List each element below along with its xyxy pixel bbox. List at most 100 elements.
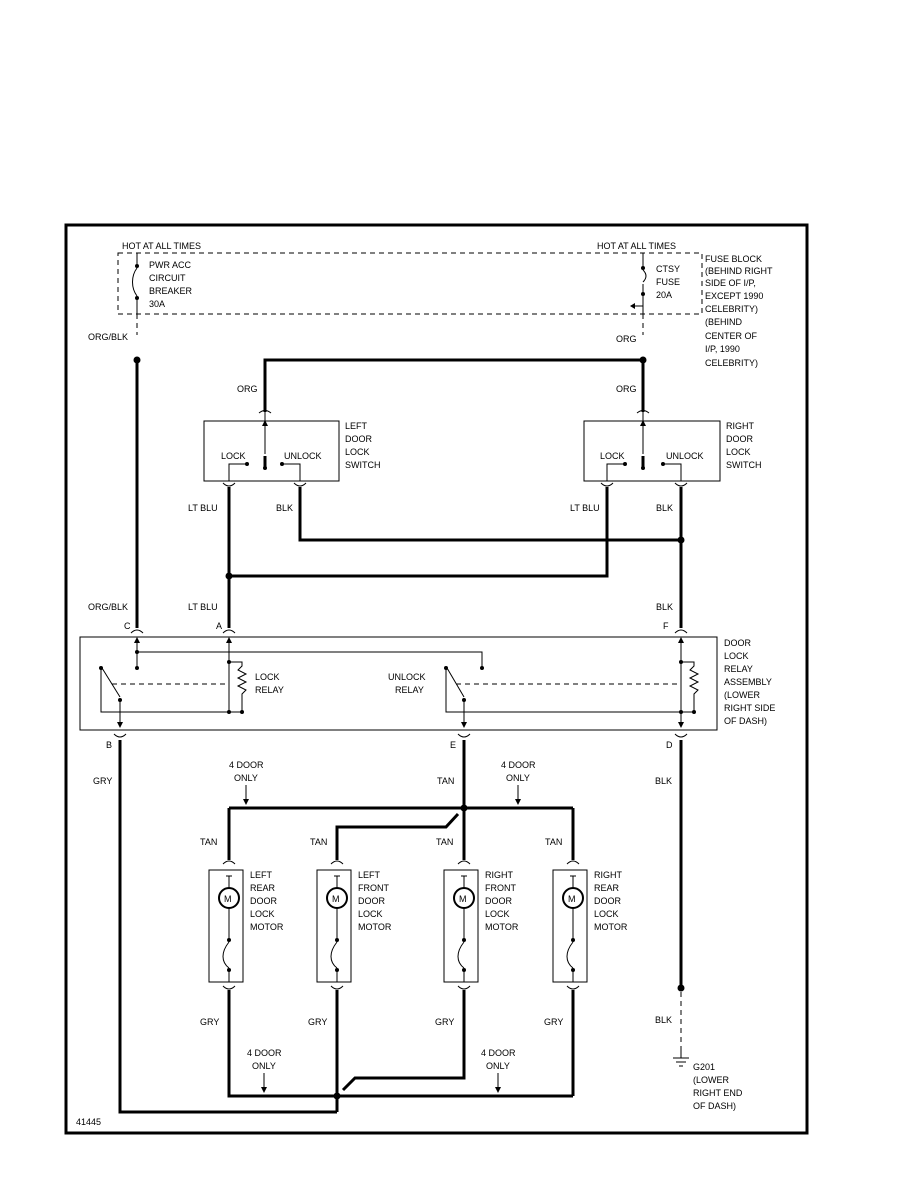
motor-1-label-4: MOTOR bbox=[250, 922, 284, 932]
fuse-block-line-2: SIDE OF I/P, bbox=[705, 278, 756, 288]
motor-right-rear: M RIGHT REAR DOOR LOCK MOTOR bbox=[552, 860, 628, 990]
unlock-relay-label-0: UNLOCK bbox=[388, 672, 426, 682]
unlock-relay-label-1: RELAY bbox=[395, 685, 424, 695]
circuit-breaker-symbol bbox=[132, 253, 138, 314]
relay-assembly-label-1: LOCK bbox=[724, 651, 749, 661]
wire-label-lt-blu-lower: LT BLU bbox=[188, 602, 218, 612]
breaker-line-3: 30A bbox=[149, 299, 165, 309]
pin-b: B bbox=[106, 740, 112, 750]
wire-label-gry-1: GRY bbox=[200, 1017, 219, 1027]
pin-f: F bbox=[663, 621, 669, 631]
pin-a: A bbox=[216, 621, 222, 631]
motor-4-label-4: MOTOR bbox=[594, 922, 628, 932]
fuse-block-line-7: I/P, 1990 bbox=[705, 344, 740, 354]
four-door-note-1-line-0: 4 DOOR bbox=[229, 760, 264, 770]
right-switch-lock-label: LOCK bbox=[600, 451, 625, 461]
relay-assembly-label-4: (LOWER bbox=[724, 690, 761, 700]
pin-e: E bbox=[450, 740, 456, 750]
four-door-note-2-line-1: ONLY bbox=[506, 773, 530, 783]
wire-label-tan-2: TAN bbox=[310, 837, 327, 847]
right-switch-label-1: DOOR bbox=[726, 434, 754, 444]
wire-label-blk-right-switch: BLK bbox=[656, 503, 673, 513]
motor-return-wiring: GRY GRY GRY GRY 4 DOOR ONLY 4 DOOR ONLY bbox=[200, 990, 575, 1112]
ground-location-1: RIGHT END bbox=[693, 1088, 743, 1098]
upper-wiring: ORG/BLK ORG ORG ORG bbox=[88, 314, 647, 628]
breaker-line-0: PWR ACC bbox=[149, 260, 192, 270]
motor-1-label-3: LOCK bbox=[250, 909, 275, 919]
right-door-lock-switch: LOCK UNLOCK RIGHT DOOR LOCK SWITCH bbox=[583, 410, 762, 487]
motor-left-front: M LEFT FRONT DOOR LOCK MOTOR bbox=[316, 860, 392, 990]
diagram-id: 41445 bbox=[76, 1117, 101, 1127]
lock-relay-label-0: LOCK bbox=[255, 672, 280, 682]
motor-2-label-0: LEFT bbox=[358, 870, 381, 880]
wire-label-org-top: ORG bbox=[616, 334, 637, 344]
wire-label-blk-ground: BLK bbox=[655, 1015, 672, 1025]
ground-location-2: OF DASH) bbox=[693, 1101, 736, 1111]
fuse-symbol bbox=[642, 253, 647, 314]
motor-2-label-4: MOTOR bbox=[358, 922, 392, 932]
four-door-note-1-line-1: ONLY bbox=[234, 773, 258, 783]
left-switch-label-2: LOCK bbox=[345, 447, 370, 457]
wire-label-tan-3: TAN bbox=[436, 837, 453, 847]
ground-icon bbox=[673, 1057, 689, 1067]
motor-1-label-0: LEFT bbox=[250, 870, 273, 880]
wire-label-blk-lower: BLK bbox=[656, 602, 673, 612]
relay-assembly-label-3: ASSEMBLY bbox=[724, 677, 772, 687]
hot-label-left: HOT AT ALL TIMES bbox=[122, 241, 201, 251]
motor-2-symbol: M bbox=[332, 894, 340, 904]
four-door-note-4-line-0: 4 DOOR bbox=[481, 1048, 516, 1058]
right-switch-label-2: LOCK bbox=[726, 447, 751, 457]
motor-left-rear: M LEFT REAR DOOR LOCK MOTOR bbox=[208, 860, 284, 990]
ground-location-0: (LOWER bbox=[693, 1075, 730, 1085]
right-switch-label-3: SWITCH bbox=[726, 460, 762, 470]
wire-label-blk-left-switch: BLK bbox=[276, 503, 293, 513]
diagram-border bbox=[64, 223, 809, 1135]
motor-2-label-2: DOOR bbox=[358, 896, 386, 906]
left-switch-label-0: LEFT bbox=[345, 421, 368, 431]
fuse-line-2: 20A bbox=[656, 290, 672, 300]
wire-label-org-blk-top: ORG/BLK bbox=[88, 332, 128, 342]
pin-d: D bbox=[666, 740, 673, 750]
left-switch-label-3: SWITCH bbox=[345, 460, 381, 470]
motor-4-label-2: DOOR bbox=[594, 896, 622, 906]
motor-2-label-1: FRONT bbox=[358, 883, 389, 893]
ground-g201: BLK G201 (LOWER RIGHT END OF DASH) bbox=[655, 1015, 743, 1111]
four-door-note-4-line-1: ONLY bbox=[486, 1061, 510, 1071]
right-switch-unlock-label: UNLOCK bbox=[666, 451, 704, 461]
wire-label-org-right: ORG bbox=[616, 384, 637, 394]
wire-label-blk-d: BLK bbox=[655, 776, 672, 786]
motor-3-label-4: MOTOR bbox=[485, 922, 519, 932]
switch-output-wiring: LT BLU BLK LT BLU BLK ORG/BLK LT BLU BLK bbox=[88, 487, 685, 628]
relay-assembly-label-2: RELAY bbox=[724, 664, 753, 674]
fuse-block-line-8: CELEBRITY) bbox=[705, 358, 758, 368]
hot-label-right: HOT AT ALL TIMES bbox=[597, 241, 676, 251]
fuse-block-line-0: FUSE BLOCK bbox=[705, 254, 762, 264]
wire-label-gry-4: GRY bbox=[544, 1017, 563, 1027]
wire-label-gry-b: GRY bbox=[93, 776, 112, 786]
fuse-block-line-3: EXCEPT 1990 bbox=[705, 291, 763, 301]
relay-assembly-label-5: RIGHT SIDE bbox=[724, 703, 775, 713]
fuse-line-1: FUSE bbox=[656, 277, 680, 287]
four-door-note-2-line-0: 4 DOOR bbox=[501, 760, 536, 770]
wire-label-gry-3: GRY bbox=[435, 1017, 454, 1027]
motor-4-label-0: RIGHT bbox=[594, 870, 623, 880]
motor-1-label-2: DOOR bbox=[250, 896, 278, 906]
motor-3-label-1: FRONT bbox=[485, 883, 516, 893]
left-switch-label-1: DOOR bbox=[345, 434, 373, 444]
right-switch-label-0: RIGHT bbox=[726, 421, 755, 431]
wire-label-lt-blu-left: LT BLU bbox=[188, 503, 218, 513]
motor-3-label-2: DOOR bbox=[485, 896, 513, 906]
motor-2-label-3: LOCK bbox=[358, 909, 383, 919]
fuse-block-line-1: (BEHIND RIGHT bbox=[705, 266, 773, 276]
fuse-block-line-6: CENTER OF bbox=[705, 331, 758, 341]
wire-label-org-blk-lower: ORG/BLK bbox=[88, 602, 128, 612]
four-door-note-3-line-1: ONLY bbox=[252, 1061, 276, 1071]
motor-4-symbol: M bbox=[568, 894, 576, 904]
left-door-lock-switch: LOCK UNLOCK LEFT DOOR LOCK SWITCH bbox=[203, 410, 381, 487]
wire-label-lt-blu-right: LT BLU bbox=[570, 503, 600, 513]
ground-id: G201 bbox=[693, 1062, 715, 1072]
fuse-line-0: CTSY bbox=[656, 264, 680, 274]
fuse-block-line-4: CELEBRITY) bbox=[705, 304, 758, 314]
motor-3-label-0: RIGHT bbox=[485, 870, 514, 880]
